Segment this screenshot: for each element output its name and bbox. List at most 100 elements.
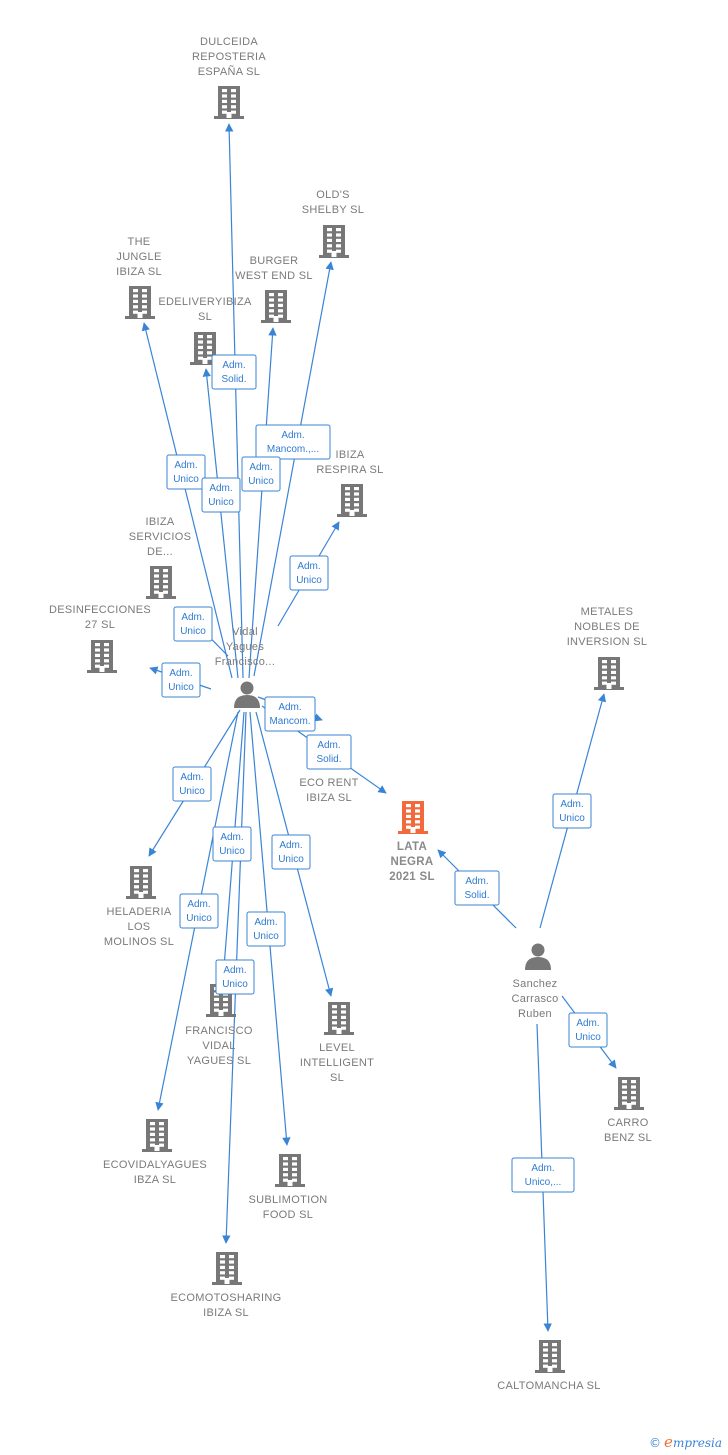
company-label-ecorent-line: IBIZA SL [306, 792, 352, 804]
role-badge-vidal-jungle[interactable]: Adm.Unico [166, 454, 206, 490]
company-label-servicios-line: DE... [147, 546, 173, 558]
company-label-sublimotion-line: SUBLIMOTION [248, 1194, 327, 1206]
role-line: Adm. [254, 917, 277, 928]
edge-vidal-jungle [141, 322, 233, 679]
role-line: Solid. [464, 890, 489, 901]
brand-footer: ©empresia [649, 1433, 722, 1451]
company-label-dulceida-line: REPOSTERIA [192, 51, 266, 63]
company-label-caltomancha: CALTOMANCHA SL [497, 1380, 600, 1392]
person-label-sanchez-line: Sanchez [513, 978, 558, 990]
role-badge-vidal-edelivery[interactable]: Adm. Unico [201, 477, 241, 513]
role-badge-sanchez-caltomancha[interactable]: Adm.Unico,... [511, 1157, 575, 1193]
role-line: Adm. [174, 460, 197, 471]
building-icon[interactable] [535, 1340, 565, 1373]
company-label-jungle-line: THE [128, 236, 151, 248]
person-icon[interactable] [234, 681, 260, 709]
role-line: Adm. [187, 899, 210, 910]
company-label-burger-line: BURGER [250, 255, 299, 267]
company-label-level-line: SL [330, 1072, 344, 1084]
building-icon[interactable] [398, 801, 428, 834]
building-icon[interactable] [275, 1154, 305, 1187]
role-badge-vidal-level[interactable]: Adm.Unico [271, 834, 311, 870]
role-line: Unico [208, 497, 234, 508]
role-badge-vidal-olds[interactable]: Adm.Mancom.,... [255, 424, 331, 460]
role-badge-vidal-ecorent[interactable]: Adm.Solid. [306, 734, 352, 770]
role-badge-vidal-respira[interactable]: Adm.Unico [289, 555, 329, 591]
role-text: Adm.Unico [186, 899, 212, 924]
role-text: Adm.Unico,... [525, 1163, 562, 1188]
role-badge-sanchez-lata[interactable]: Adm.Solid. [454, 870, 500, 906]
building-icon[interactable] [324, 1002, 354, 1035]
building-icon[interactable] [87, 640, 117, 673]
role-badge-vidal-francisco[interactable]: Adm.Unico [212, 826, 252, 862]
role-text: Adm. Unico [208, 483, 234, 508]
building-icon[interactable] [261, 290, 291, 323]
role-badge-vidal-desinf[interactable]: Adm.Unico [161, 662, 201, 698]
building-icon[interactable] [190, 332, 220, 365]
role-badge-vidal-burger[interactable]: Adm.Unico [241, 456, 281, 492]
company-label-jungle-line: JUNGLE [116, 251, 161, 263]
company-label-francisco-line: FRANCISCO [185, 1025, 253, 1037]
company-label-dulceida-line: DULCEIDA [200, 36, 258, 48]
company-label-ecorent: ECO RENT IBIZA SL [299, 777, 358, 804]
company-label-olds-line: SHELBY SL [302, 204, 364, 216]
company-label-lata-line: 2021 SL [389, 871, 435, 883]
role-line: Adm. [278, 702, 301, 713]
brand-logo-e: e [664, 1433, 673, 1451]
building-icon[interactable] [146, 566, 176, 599]
company-label-metales-line: METALES [581, 606, 634, 618]
role-line: Adm. [279, 840, 302, 851]
role-badge-sanchez-metales[interactable]: Adm.Unico [552, 793, 592, 829]
company-label-respira-line: IBIZA [335, 449, 364, 461]
person-icon[interactable] [525, 943, 551, 971]
role-badge-vidal-ecomoto[interactable]: Adm.Unico [215, 959, 255, 995]
company-label-level-line: INTELLIGENT [300, 1057, 374, 1069]
company-label-ecovidal-line: ECOVIDALYAGUES [103, 1159, 207, 1171]
building-icon[interactable] [212, 1252, 242, 1285]
role-badge-vidal-lata[interactable]: Adm.Mancom. [264, 696, 316, 732]
role-text: Adm.Unico [168, 668, 194, 693]
role-badge-vidal-heladeria[interactable]: Adm.Unico [172, 766, 212, 802]
role-line: Solid. [221, 374, 246, 385]
role-line: Unico [168, 682, 194, 693]
role-text: Adm.Solid. [316, 740, 341, 765]
company-label-desinf-line: DESINFECCIONES [49, 604, 151, 616]
role-line: Unico [219, 846, 245, 857]
role-line: Adm. [209, 483, 232, 494]
role-text: Adm.Mancom.,... [267, 430, 319, 455]
role-badge-vidal-ecovidal[interactable]: Adm.Unico [179, 893, 219, 929]
building-icon[interactable] [142, 1119, 172, 1152]
role-text: Adm.Unico [173, 460, 199, 485]
role-badge-vidal-dulceida[interactable]: Adm.Solid. [211, 354, 257, 390]
company-label-dulceida-line: ESPAÑA SL [198, 65, 260, 78]
role-text: Adm.Unico [222, 965, 248, 990]
company-label-ecomoto-line: ECOMOTOSHARING [171, 1292, 282, 1304]
role-text: Adm.Unico [296, 561, 322, 586]
role-badge-vidal-servicios[interactable]: Adm.Unico [173, 606, 213, 642]
building-icon[interactable] [319, 225, 349, 258]
person-label-sanchez-line: Carrasco [511, 993, 558, 1005]
building-icon[interactable] [614, 1077, 644, 1110]
role-text: Adm.Solid. [221, 360, 246, 385]
role-badge-vidal-sublimotion[interactable]: Adm.Unico [246, 911, 286, 947]
company-label-sublimotion-line: FOOD SL [263, 1209, 313, 1221]
building-icon[interactable] [214, 86, 244, 119]
building-icon[interactable] [337, 484, 367, 517]
building-icon[interactable] [126, 866, 156, 899]
role-line: Unico,... [525, 1177, 562, 1188]
building-icon[interactable] [125, 286, 155, 319]
company-label-heladeria-line: LOS [128, 921, 151, 933]
company-label-ecorent-line: ECO RENT [299, 777, 358, 789]
role-badge-sanchez-carro[interactable]: Adm.Unico [568, 1012, 608, 1048]
building-icon[interactable] [594, 657, 624, 690]
edge-vidal-edelivery [202, 368, 239, 679]
role-text: Adm.Unico [180, 612, 206, 637]
